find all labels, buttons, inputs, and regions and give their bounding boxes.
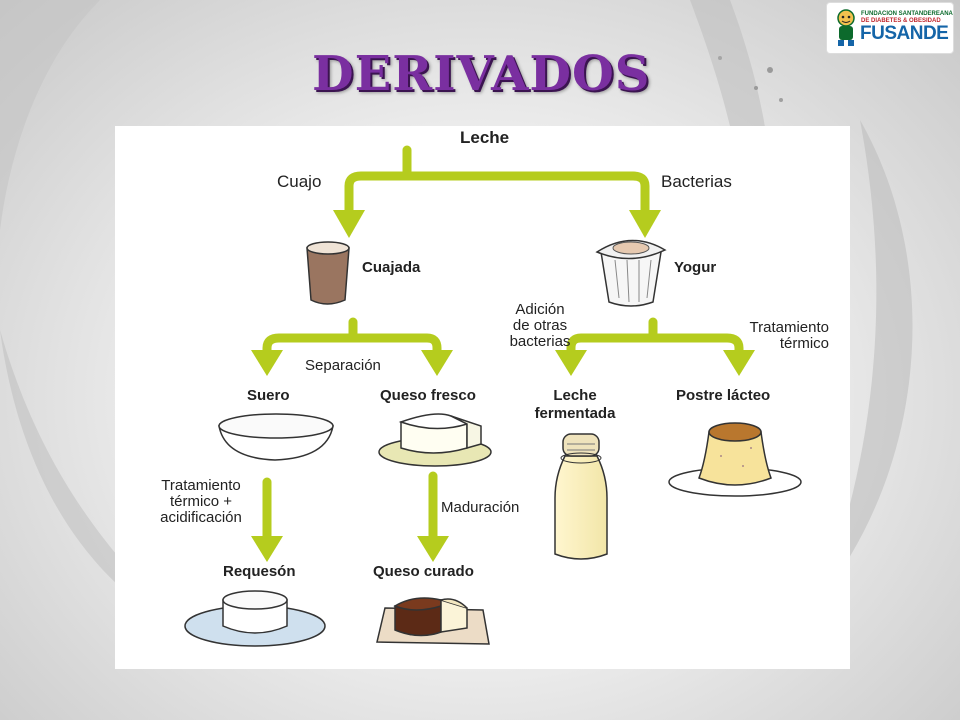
node-yogur: Yogur — [674, 259, 717, 276]
node-cuajada: Cuajada — [362, 259, 421, 276]
diagram-panel: Leche Cuajada Yogur Suero Queso fresco L… — [115, 126, 850, 669]
edge-separacion: Separación — [305, 357, 381, 374]
edge-maduracion: Maduración — [441, 499, 520, 516]
requeson-icon — [184, 590, 326, 647]
queso-curado-icon — [376, 597, 490, 645]
node-requeson: Requesón — [223, 563, 296, 580]
node-postre-lacteo: Postre lácteo — [676, 387, 771, 404]
edge-tratamiento-termico-line1: Tratamiento — [749, 319, 829, 336]
logo-line-1: FUNDACION SANTANDEREANA — [861, 11, 953, 17]
node-leche-fermentada-line2: fermentada — [534, 405, 616, 422]
node-queso-curado: Queso curado — [373, 563, 474, 580]
edge-tratamiento-acidificacion-line3: acidificación — [160, 509, 242, 526]
fusande-logo: FUNDACION SANTANDEREANA DE DIABETES & OB… — [826, 2, 954, 54]
leche-fermentada-bottle-icon — [554, 433, 608, 560]
suero-bowl-icon — [218, 413, 334, 461]
mascot-logo-icon — [837, 9, 855, 46]
node-leche-fermentada-line1: Leche — [553, 387, 597, 404]
flow-arrows — [262, 145, 744, 547]
edge-tratamiento-acidificacion-line1: Tratamiento — [161, 477, 241, 494]
slide-title: DERIVADOS — [312, 46, 651, 102]
edge-tratamiento-termico-line2: térmico — [779, 335, 829, 352]
edge-adicion-line1: Adición — [515, 301, 565, 318]
edge-tratamiento-acidificacion-line2: térmico + — [169, 493, 233, 510]
node-queso-fresco: Queso fresco — [380, 387, 476, 404]
postre-lacteo-icon — [668, 422, 802, 497]
yogur-cup-icon — [595, 239, 667, 307]
logo-line-2: DE DIABETES & OBESIDAD — [861, 18, 941, 24]
node-suero: Suero — [247, 387, 290, 404]
edge-bacterias: Bacterias — [661, 172, 732, 191]
diagram-graphics — [184, 145, 802, 647]
arrow-heads — [251, 210, 755, 562]
cuajada-cup-icon — [306, 241, 350, 305]
node-leche: Leche — [460, 128, 510, 147]
edge-cuajo: Cuajo — [277, 172, 322, 191]
edge-adicion-line2: de otras — [512, 317, 568, 334]
queso-fresco-icon — [378, 413, 492, 467]
edge-adicion-line3: bacterias — [509, 333, 571, 350]
logo-brand: FUSANDE — [860, 23, 949, 44]
